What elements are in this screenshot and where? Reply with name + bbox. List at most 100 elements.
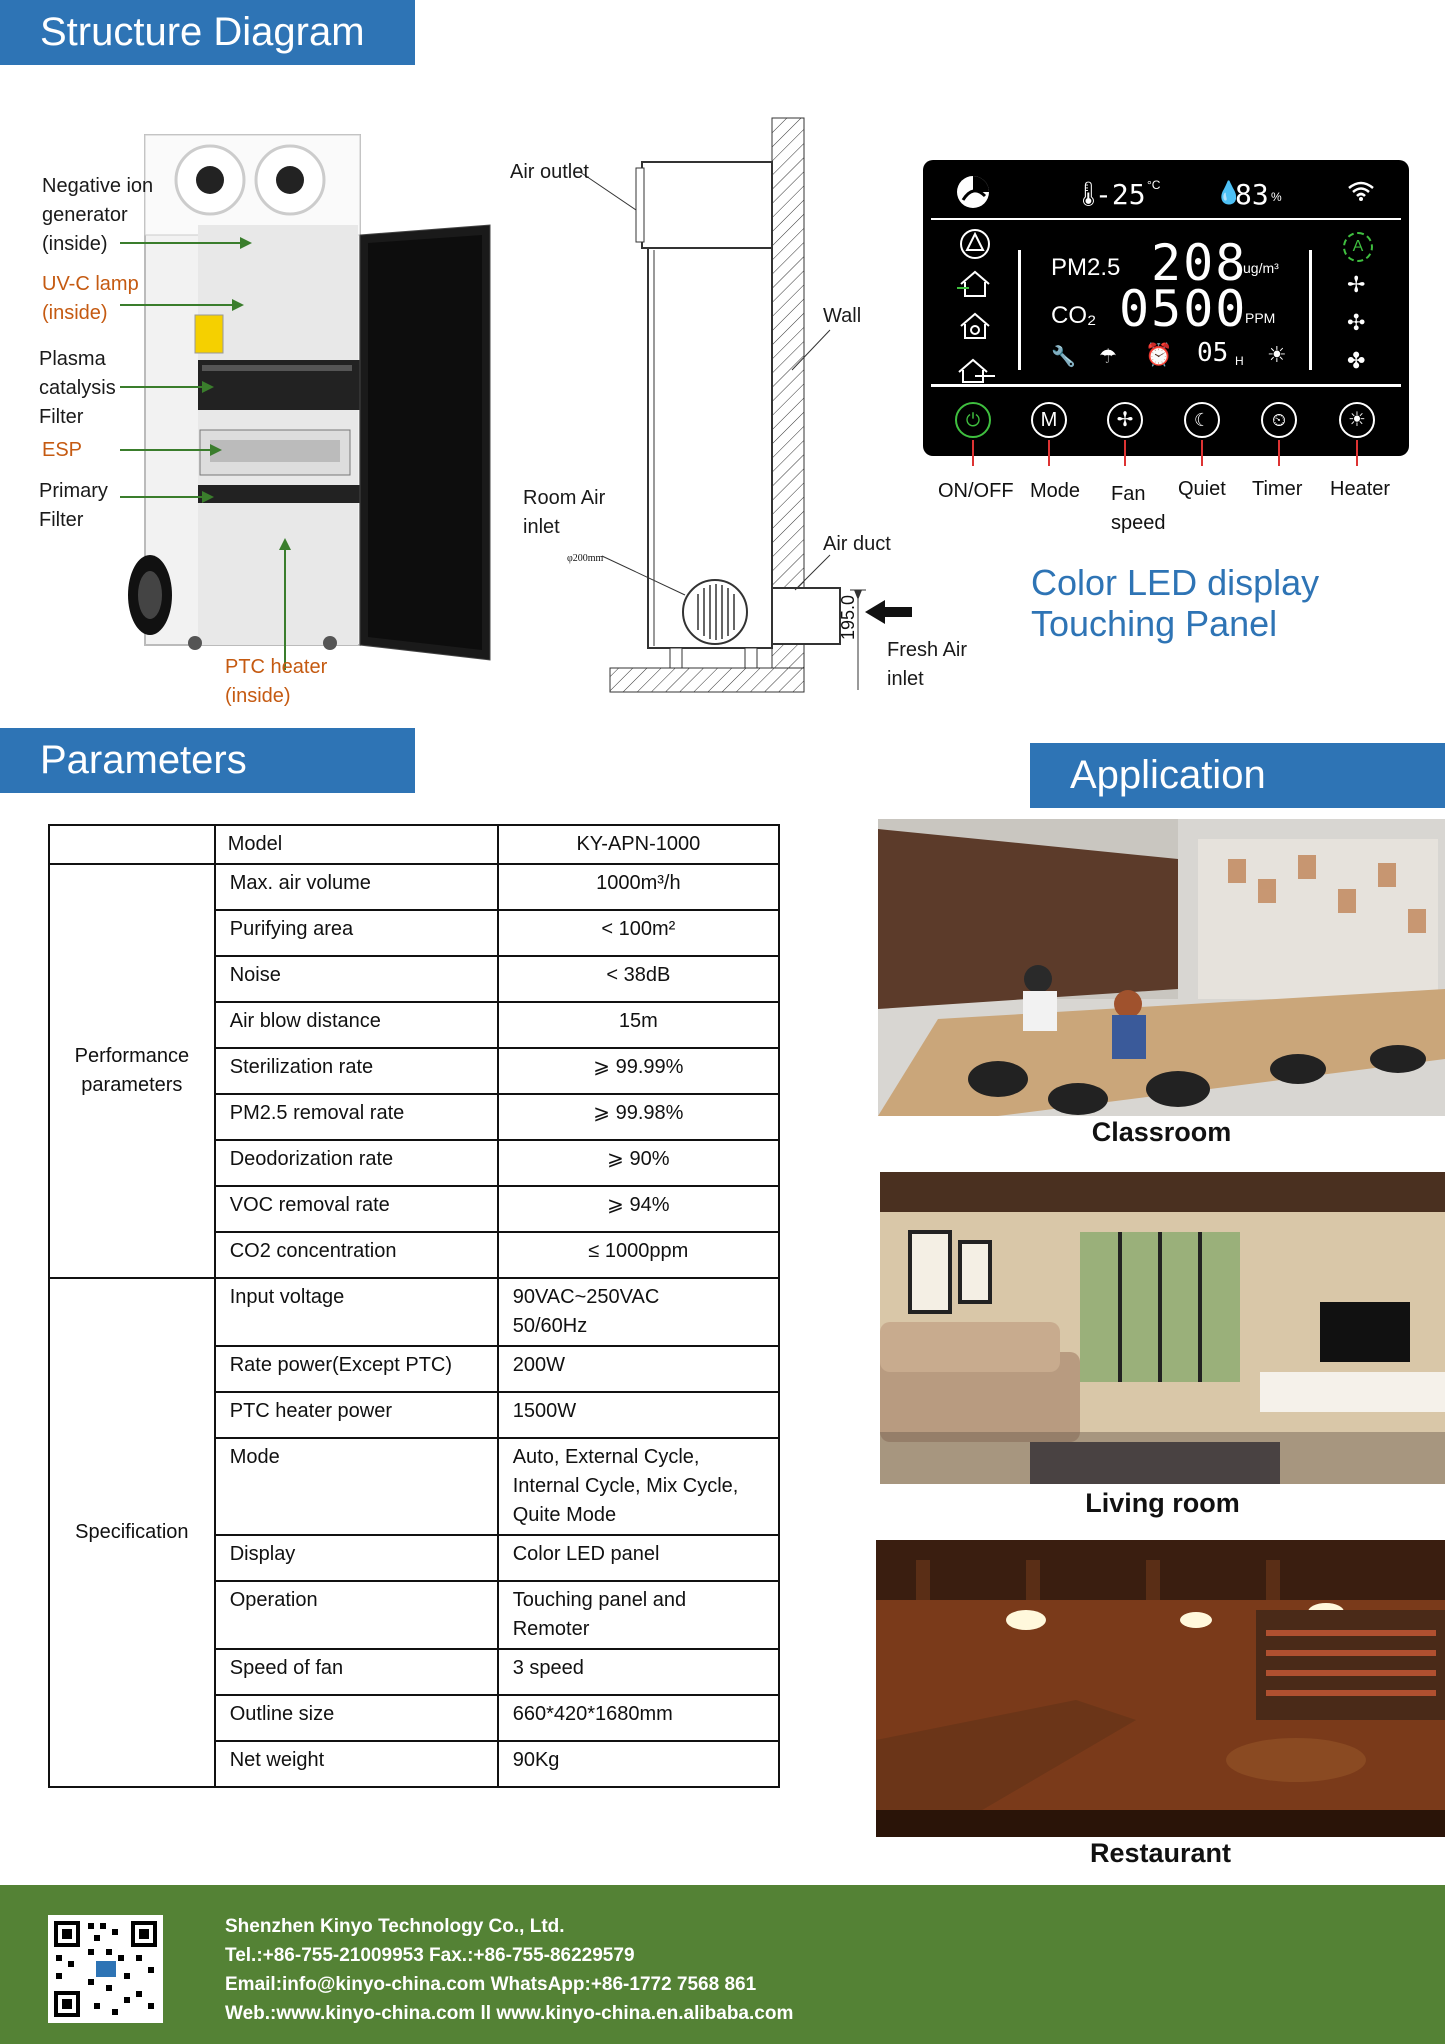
footer: Shenzhen Kinyo Technology Co., Ltd. Tel.…	[0, 1885, 1445, 2044]
caption-quiet: Quiet	[1178, 478, 1226, 500]
param-name: Display	[213, 1534, 499, 1582]
mode-button[interactable]: M	[1031, 402, 1067, 438]
auto-mode-icon: A	[1343, 232, 1373, 262]
table-row: Specification Input voltage 90VAC~250VAC…	[48, 1277, 781, 1788]
table-row: Performance parameters Max. air volume 1…	[48, 863, 781, 1279]
param-name: Net weight	[213, 1740, 499, 1788]
classroom-photo	[878, 819, 1445, 1116]
caption-classroom: Classroom	[1091, 1117, 1232, 1147]
application-banner: Application	[1030, 743, 1445, 808]
param-name: PTC heater power	[213, 1391, 499, 1439]
param-value: 3 speed	[496, 1648, 781, 1696]
footer-phone-fax: Tel.:+86-755-21009953 Fax.:+86-755-86229…	[225, 1945, 635, 1966]
panel-title: Color LED display Touching Panel	[1031, 562, 1320, 644]
co2-value: 0500	[1119, 280, 1248, 338]
caption-timer: Timer	[1252, 478, 1303, 500]
param-name: Air blow distance	[213, 1001, 499, 1049]
param-name: Outline size	[213, 1694, 499, 1742]
wrench-icon: 🔧	[1051, 346, 1076, 368]
brand-logo-icon	[957, 176, 989, 208]
param-name: CO2 concentration	[213, 1231, 499, 1279]
param-name: Deodorization rate	[213, 1139, 499, 1187]
param-name: Input voltage	[213, 1277, 499, 1347]
table-row: Rate power(Except PTC)200W	[49, 1345, 781, 1393]
table-row: VOC removal rate⩾ 94%	[49, 1185, 781, 1233]
param-value: < 100m²	[496, 909, 781, 957]
label-esp: ESP	[42, 439, 83, 461]
fan-speed-mid-icon: ✣	[1347, 310, 1366, 335]
parameters-table: Model KY-APN-1000 Performance parameters…	[48, 824, 781, 1788]
label-fresh-air-inlet: Fresh Air inlet	[887, 639, 968, 690]
param-name: Speed of fan	[213, 1648, 499, 1696]
param-value: 90VAC~250VAC 50/60Hz	[496, 1277, 781, 1347]
param-value: 1500W	[496, 1391, 781, 1439]
param-name: PM2.5 removal rate	[213, 1093, 499, 1141]
caption-living-room: Living room	[1085, 1488, 1240, 1518]
param-name: Noise	[213, 955, 499, 1003]
pm25-value: 208	[1151, 234, 1248, 292]
fan-speed-button[interactable]: ✢	[1107, 402, 1143, 438]
param-value: 1000m³/h	[496, 863, 781, 911]
caption-heater: Heater	[1330, 478, 1391, 500]
caption-mode: Mode	[1030, 480, 1081, 502]
timer-hours-value: 05	[1197, 338, 1229, 368]
humidity-drop-icon: 💧	[1215, 180, 1243, 205]
model-value: KY-APN-1000	[496, 824, 781, 865]
param-name: Max. air volume	[213, 863, 499, 911]
param-value: 90Kg	[496, 1740, 781, 1788]
co2-label: CO₂	[1051, 302, 1097, 329]
table-row: CO2 concentration≤ 1000ppm	[49, 1231, 781, 1279]
param-name: Rate power(Except PTC)	[213, 1345, 499, 1393]
table-row: Model KY-APN-1000	[48, 824, 781, 865]
temperature-unit: °C	[1147, 178, 1161, 192]
label-air-outlet: Air outlet	[510, 161, 589, 183]
footer-company: Shenzhen Kinyo Technology Co., Ltd.	[225, 1916, 565, 1937]
pm25-label: PM2.5	[1051, 254, 1121, 281]
param-name: Operation	[213, 1580, 499, 1650]
footer-email-whatsapp[interactable]: Email:info@kinyo-china.com WhatsApp:+86-…	[225, 1974, 757, 1995]
dimension-height: 195.0	[838, 594, 858, 640]
performance-category: Performance parameters	[48, 863, 216, 1279]
param-value: ⩾ 90%	[496, 1139, 781, 1187]
param-name: Mode	[213, 1437, 499, 1536]
param-value: Auto, External Cycle, Internal Cycle, Mi…	[496, 1437, 781, 1536]
caption-restaurant: Restaurant	[1089, 1838, 1232, 1868]
control-panel-display: 🌡 -25 °C 💧 83 % PM2.5 208 ug/m³ CO₂ 0500…	[923, 160, 1409, 456]
label-negative-ion-generator: Negative ion generator (inside)	[42, 175, 154, 255]
quiet-button[interactable]: ☾	[1184, 402, 1220, 438]
humidity-value: 83	[1235, 178, 1269, 211]
fan-speed-high-icon: ✤	[1347, 348, 1366, 373]
alarm-clock-icon: ⏰	[1145, 342, 1173, 367]
param-value: ⩾ 94%	[496, 1185, 781, 1233]
structure-diagram-banner: Structure Diagram	[0, 0, 415, 65]
footer-websites[interactable]: Web.:www.kinyo-china.com ll www.kinyo-ch…	[225, 2003, 794, 2024]
caption-fan-speed: Fan speed	[1111, 483, 1166, 534]
param-name: Purifying area	[213, 909, 499, 957]
power-button[interactable]: ⏻	[955, 402, 991, 438]
dimension-diameter: φ200mm	[567, 553, 604, 564]
label-primary-filter: Primary Filter	[39, 480, 108, 531]
table-row: Sterilization rate⩾ 99.99%	[49, 1047, 781, 1095]
installation-diagram	[579, 117, 912, 693]
param-value: 660*420*1680mm	[496, 1694, 781, 1742]
model-label: Model	[213, 824, 499, 865]
table-row: Deodorization rate⩾ 90%	[49, 1139, 781, 1187]
table-cell-empty	[48, 824, 216, 865]
timer-hours-unit: H	[1235, 354, 1244, 368]
qr-code-icon[interactable]	[48, 1915, 163, 2023]
heater-button[interactable]: ☀	[1339, 402, 1375, 438]
specification-category: Specification	[48, 1277, 216, 1788]
living-room-photo	[880, 1172, 1445, 1484]
label-wall: Wall	[823, 305, 862, 327]
sun-icon: ☀	[1267, 342, 1287, 367]
param-value: ⩾ 99.99%	[496, 1047, 781, 1095]
param-name: VOC removal rate	[213, 1185, 499, 1233]
fan-speed-low-icon: ✢	[1347, 272, 1366, 297]
purifier-unit-illustration	[120, 134, 491, 670]
parameters-banner: Parameters	[0, 728, 415, 793]
timer-button[interactable]: ⏲	[1261, 402, 1297, 438]
